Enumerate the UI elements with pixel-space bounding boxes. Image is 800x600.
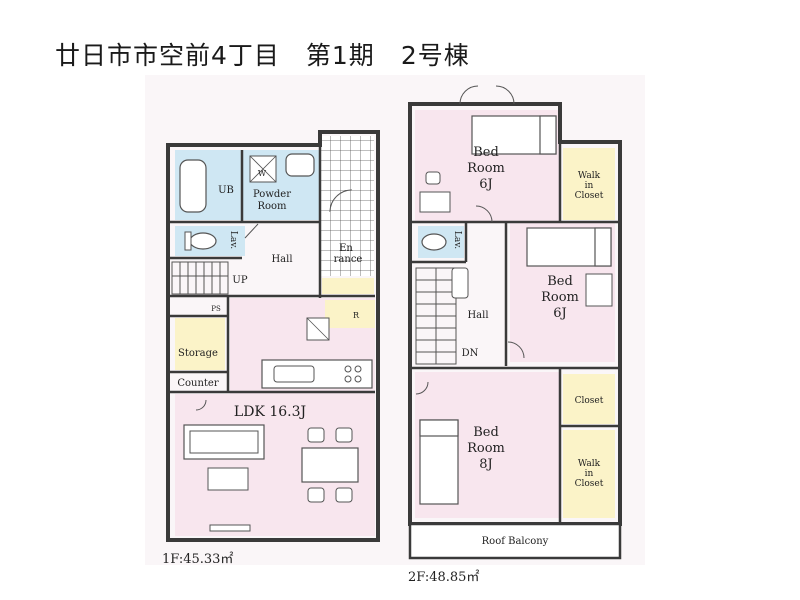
- room-label-ldk: LDK 16.3J: [234, 404, 306, 420]
- entrance-tiles: [320, 136, 374, 276]
- room-label-entrance-2: rance: [334, 254, 363, 265]
- room-label-wic1-1: Walk: [578, 171, 601, 181]
- tv-stand-icon: [209, 524, 251, 532]
- dining-chairs: [307, 427, 353, 503]
- room-label-powder-1: Powder: [253, 189, 291, 200]
- desk-icon: [419, 191, 451, 213]
- room-label-bed3-2: Room: [467, 441, 505, 456]
- chair-icon: [425, 171, 441, 185]
- room-label-wic2-2: in: [585, 469, 594, 479]
- pantry-area: [325, 300, 375, 328]
- room-label-hall-1f: Hall: [271, 254, 292, 265]
- room-label-r: R: [353, 311, 360, 320]
- dresser-icon: [585, 273, 613, 307]
- room-label-wic1-3: Closet: [575, 191, 604, 201]
- room-label-bed2-3: 6J: [553, 306, 566, 321]
- room-label-up: UP: [232, 275, 247, 286]
- room-label-powder-2: Room: [257, 201, 287, 212]
- room-label-counter: Counter: [177, 378, 218, 389]
- room-label-ps: PS: [211, 305, 221, 313]
- floor-1: [166, 130, 380, 542]
- closet-area: [563, 374, 615, 424]
- entrance-floor: [322, 278, 374, 294]
- room-label-bed3-3: 8J: [479, 457, 492, 472]
- ub-area: [210, 150, 242, 220]
- floor-1-labels: UB W Powder Room Lav. Hall En rance UP P…: [177, 169, 362, 420]
- room-label-entrance-1: En: [339, 243, 353, 254]
- room-label-wic1-2: in: [585, 181, 594, 191]
- room-label-wic2-3: Closet: [575, 479, 604, 489]
- coffee-table-icon: [207, 467, 249, 491]
- storage-area: [175, 318, 225, 370]
- floor-2: [408, 85, 622, 560]
- stairs-1f: [171, 261, 229, 295]
- floor-2-labels: Bed Room 6J Walk in Closet Lav. Hall DN …: [452, 145, 604, 547]
- room-label-bed1-2: Room: [467, 161, 505, 176]
- room-label-w: W: [258, 169, 267, 178]
- floor2-area-label: 2F:48.85㎡: [408, 570, 480, 585]
- room-label-hall-2f: Hall: [467, 310, 488, 321]
- room-label-lav-1f: Lav.: [228, 231, 238, 249]
- room-label-closet: Closet: [575, 396, 604, 406]
- room-label-lav-2f: Lav.: [452, 231, 462, 249]
- toilet-icon: [189, 232, 217, 250]
- room-label-bed1-3: 6J: [479, 177, 492, 192]
- sink-icon: [285, 153, 315, 177]
- room-label-bed2-1: Bed: [547, 274, 573, 289]
- room-label-ub: UB: [218, 185, 234, 196]
- floor1-area-label: 1F:45.33㎡: [162, 552, 234, 567]
- bathtub-icon: [179, 159, 207, 213]
- wic1-area: [563, 148, 615, 220]
- room-label-dn: DN: [462, 348, 479, 359]
- room-label-bed1-1: Bed: [473, 145, 499, 160]
- washbasin-icon: [451, 267, 469, 299]
- stairs-2f: [415, 267, 457, 365]
- page-title: 廿日市市空前4丁目 第1期 2号棟: [55, 41, 470, 70]
- room-label-bed2-2: Room: [541, 290, 579, 305]
- roof-balcony: [408, 522, 622, 560]
- room-label-wic2-1: Walk: [578, 459, 601, 469]
- toilet2-icon: [421, 233, 447, 251]
- wic2-area: [563, 430, 615, 518]
- room-label-storage: Storage: [178, 348, 218, 359]
- room-label-bed3-1: Bed: [473, 425, 499, 440]
- room-label-balcony: Roof Balcony: [482, 536, 549, 547]
- dining-table-icon: [301, 447, 359, 483]
